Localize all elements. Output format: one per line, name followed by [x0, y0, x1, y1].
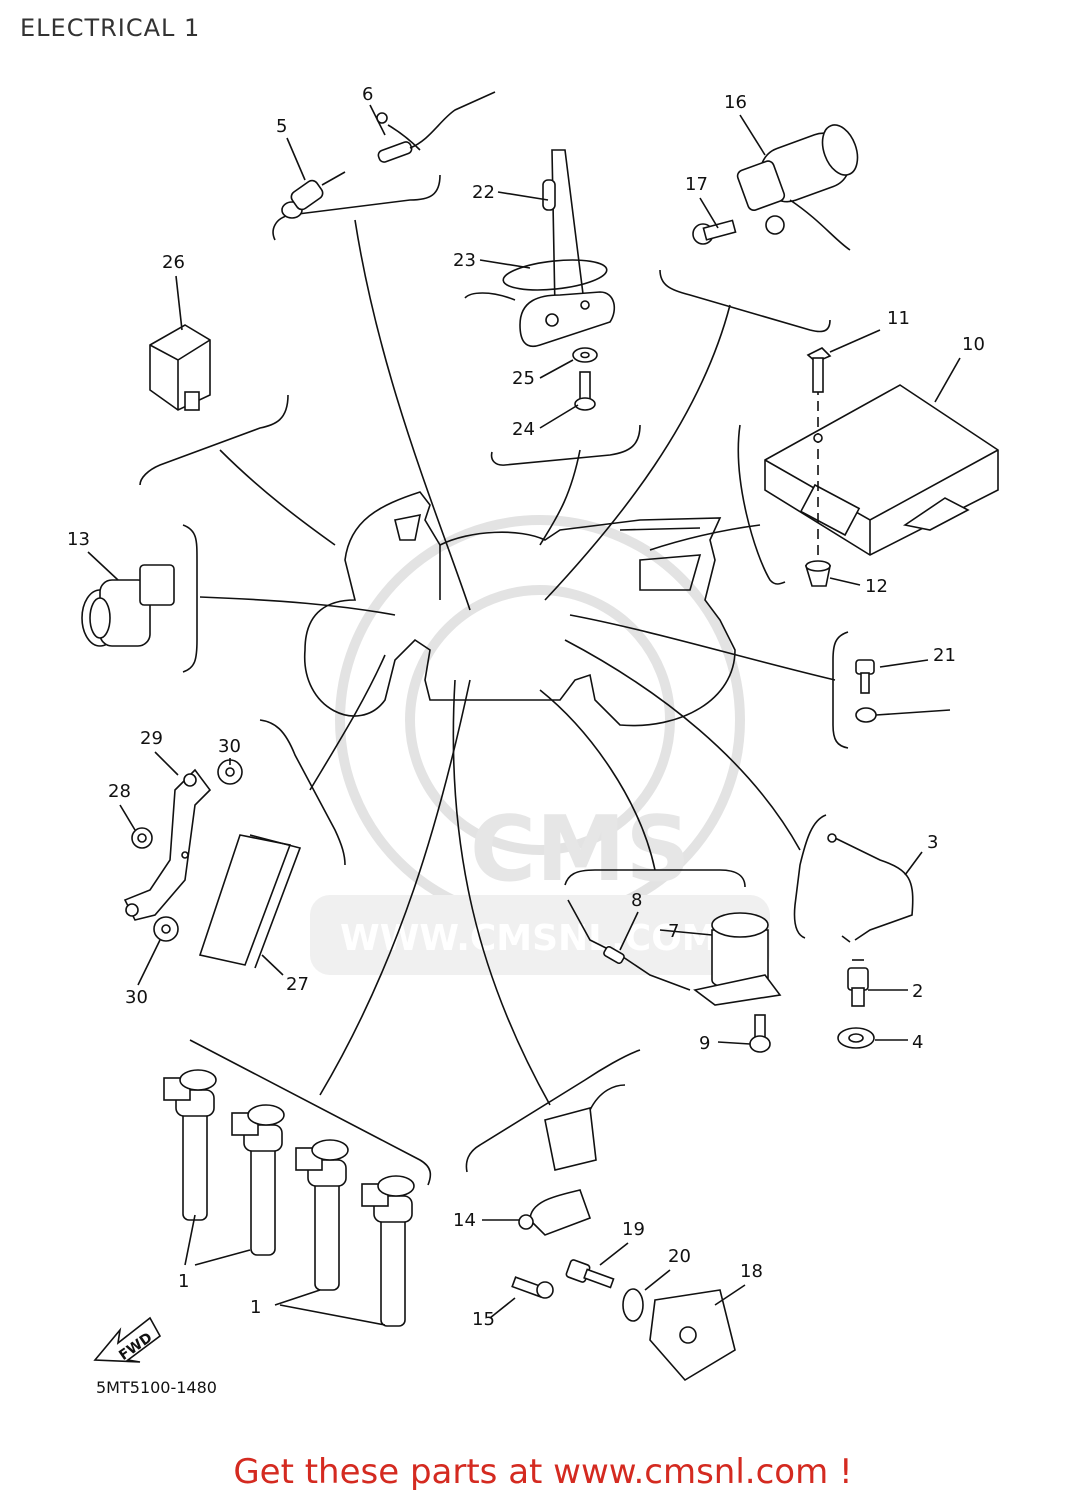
callout-14: 14	[453, 1210, 476, 1231]
callouts: 1 1 2 3 4 5 6 7 8 9 10 11 12 13 14 15 16…	[67, 84, 985, 1330]
callout-18: 18	[740, 1261, 763, 1282]
callout-1b: 1	[250, 1297, 261, 1318]
callout-6: 6	[362, 84, 373, 105]
callout-8: 8	[631, 890, 642, 911]
part-bolt-17	[692, 219, 737, 245]
callout-15: 15	[472, 1309, 495, 1330]
part-washer-30-top	[217, 759, 243, 785]
callout-21: 21	[933, 645, 956, 666]
callout-26: 26	[162, 252, 185, 273]
part-switch-13	[81, 564, 175, 647]
callout-27: 27	[286, 974, 309, 995]
leader-lines	[199, 219, 836, 1106]
callout-25: 25	[512, 368, 535, 389]
group-brackets	[139, 174, 849, 1186]
part-switch-2	[847, 959, 869, 1007]
drawing-code: 5MT5100-1480	[96, 1378, 217, 1397]
callout-22: 22	[472, 182, 495, 203]
callout-1a: 1	[178, 1271, 189, 1292]
part-pickup-14	[518, 1084, 626, 1236]
callout-2: 2	[912, 981, 923, 1002]
part-bolt-24	[574, 371, 596, 411]
part-sensor-22	[464, 149, 616, 347]
callout-24: 24	[512, 419, 535, 440]
part-bolt-21	[855, 659, 951, 723]
callout-leaders	[87, 104, 961, 1319]
callout-3: 3	[927, 832, 938, 853]
callout-16: 16	[724, 92, 747, 113]
callout-4: 4	[912, 1032, 923, 1053]
callout-17: 17	[685, 174, 708, 195]
fwd-arrow-icon: FWD	[93, 1316, 162, 1364]
part-sensor-16	[736, 124, 859, 251]
callout-11: 11	[887, 308, 910, 329]
part-bolt-11	[806, 347, 832, 393]
part-washer-4	[837, 1027, 875, 1049]
part-grommet-12	[804, 560, 831, 587]
callout-28: 28	[108, 781, 131, 802]
page-title: ELECTRICAL 1	[20, 14, 201, 42]
callout-13: 13	[67, 529, 90, 550]
footer-link[interactable]: Get these parts at www.cmsnl.com !	[233, 1452, 853, 1492]
watermark-url: WWW.CMSNL.COM	[340, 918, 718, 959]
part-washer-30-bottom	[153, 916, 179, 942]
part-washer-25	[572, 347, 598, 363]
callout-29: 29	[140, 728, 163, 749]
part-bolt-9	[749, 1014, 771, 1053]
callout-30a: 30	[218, 736, 241, 757]
callout-19: 19	[622, 1219, 645, 1240]
callout-9: 9	[699, 1033, 710, 1054]
frame-outline	[304, 491, 736, 727]
callout-20: 20	[668, 1246, 691, 1267]
callout-10: 10	[962, 334, 985, 355]
part-bolt-19	[565, 1259, 615, 1289]
callout-12: 12	[865, 576, 888, 597]
part-washer-20	[622, 1288, 644, 1322]
part-bolt-15	[511, 1276, 554, 1299]
part-motor-7	[693, 912, 782, 1006]
callout-5: 5	[276, 116, 287, 137]
part-battery-27	[198, 834, 302, 969]
part-sender-6	[376, 91, 496, 163]
watermark: CMS WWW.CMSNL.COM	[310, 515, 770, 975]
part-bolt-28	[131, 827, 153, 849]
part-switch-5	[281, 171, 346, 219]
part-bracket-29	[123, 768, 212, 921]
part-relay-26	[149, 324, 211, 411]
watermark-brand: CMS	[470, 797, 690, 902]
callout-30b: 30	[125, 987, 148, 1008]
part-cable-3	[827, 833, 914, 943]
callout-23: 23	[453, 250, 476, 271]
part-ecu	[764, 384, 999, 560]
part-sensor-8	[567, 899, 691, 991]
part-rotor-18	[649, 1289, 736, 1382]
part-ignition-coils	[163, 1069, 415, 1327]
